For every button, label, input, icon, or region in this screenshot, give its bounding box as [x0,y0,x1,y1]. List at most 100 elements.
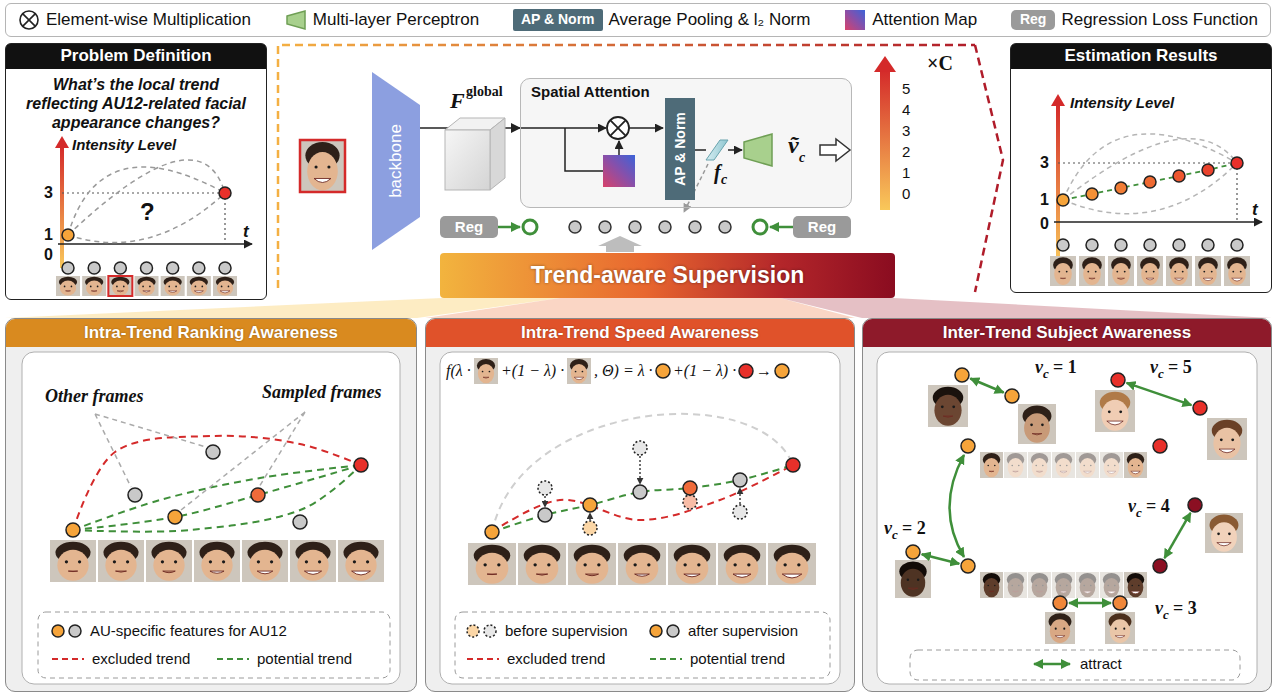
color-bar [874,56,896,72]
pointer-line [95,414,206,487]
loss-arrow [770,226,793,229]
face-photo [1060,591,1067,593]
face-photo [1116,271,1118,273]
face-photo [1066,465,1068,467]
frame-marker [569,221,581,233]
feature-point [1153,439,1167,453]
face-photo [1207,418,1247,460]
speed-label: v [1128,496,1136,517]
face-photo [1008,578,1024,597]
feature-before [633,441,647,455]
face-photo [195,286,197,288]
formula-images [474,358,789,384]
legend-sample [285,9,307,31]
excluded-trend [467,657,499,659]
candidate-trend [68,167,225,235]
face-photo [1060,278,1065,280]
face-photo [635,574,650,576]
frame-marker [167,262,179,274]
potential-trend [650,657,682,659]
face-photo [1052,572,1075,598]
subject-illustration [895,368,1247,644]
face-photo [1076,452,1099,478]
candidate-trend [68,193,225,243]
legend-item: potential trend [648,650,785,667]
face-photo [1018,465,1020,467]
frame-marker [1115,239,1127,251]
frame-marker [1173,239,1185,251]
face-photo [1195,256,1221,286]
feature-point [955,368,969,382]
face-photo [1195,256,1221,286]
scale-label: 5 [902,80,910,97]
legend-box [38,612,390,678]
feature-before [733,505,747,519]
face-photo [352,571,371,575]
legend-box [910,650,1240,680]
face-photo [257,571,273,574]
frame-marker [219,262,231,274]
face-photo [78,560,81,563]
panel-heading: Intra-Trend Ranking Awareness [6,319,416,347]
face-photo [626,553,659,584]
scale-label: 0 [902,185,910,202]
face-photo [533,563,536,566]
frame-marker [629,221,641,233]
face-photo [142,286,144,288]
feature-point [1231,157,1243,169]
face-photo [571,364,587,383]
feature-vector [706,140,728,160]
connector-fan [780,298,1272,318]
face-photo [1205,513,1243,553]
speed-label: = 4 [1146,496,1170,517]
face-photo [952,405,955,408]
face-photo [1114,465,1116,467]
axis [1051,94,1065,106]
face-photo [943,416,953,417]
feature-point [251,488,265,502]
face-photo [1124,572,1147,598]
face-photo [1114,585,1116,587]
line [975,45,1003,292]
feature-point [168,510,182,524]
shift-arrow [639,456,640,484]
face-photo [1042,585,1044,587]
face-photo [489,371,491,373]
legend-text: potential trend [257,650,352,667]
feature-point [1153,559,1167,573]
face-photo [1199,263,1217,285]
face-photo [583,563,586,566]
face-photo [201,550,232,581]
face-photo [575,371,577,373]
face-photo [1036,471,1042,472]
legend-text: excluded trend [507,650,605,667]
face-photo [1228,263,1246,285]
panel-heading: Estimation Results [1011,44,1271,69]
frame-marker [719,221,731,233]
face-photo [697,563,700,566]
legend-sample [465,623,499,639]
potential-trend [73,465,361,530]
feature-point [1188,498,1202,512]
attract-arrow [950,455,964,557]
face-photo [1095,390,1135,432]
legend-sample [844,9,866,31]
face-photo [1128,458,1144,477]
face-photo [1052,452,1075,478]
face-photo [747,563,750,566]
face-photo [113,560,116,563]
face-photo [536,574,547,575]
tick-label: 3 [1040,154,1049,172]
face-photo [476,553,509,584]
face-photo [165,281,181,296]
feature-point [667,625,679,637]
face-photo [1030,423,1033,426]
face-photo [1207,418,1247,460]
feature-point [219,187,231,199]
legend-item: attract [1030,655,1122,672]
face-photo [1105,612,1135,644]
face-photo [290,540,336,582]
legend-text: Average Pooling & l₂ Norm [609,10,811,30]
tick-label: 0 [44,246,53,264]
face-photo [1213,428,1240,459]
